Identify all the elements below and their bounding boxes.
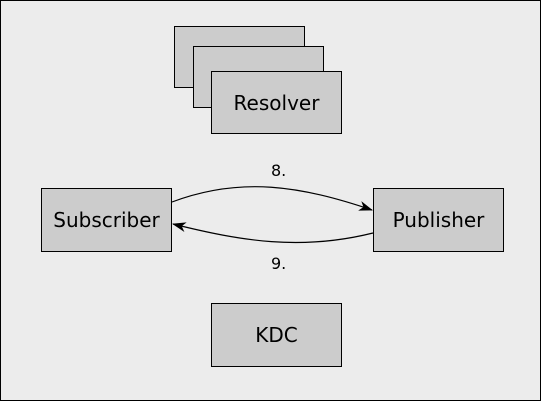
edge-9-arrow <box>172 222 374 244</box>
edge-8-arrow <box>171 186 373 211</box>
edge-8-label: 8. <box>271 161 286 180</box>
resolver-label: Resolver <box>233 90 320 115</box>
resolver-node: Resolver <box>211 71 342 134</box>
subscriber-node: Subscriber <box>41 188 172 252</box>
publisher-node: Publisher <box>373 188 504 252</box>
publisher-label: Publisher <box>392 208 485 232</box>
edge-9-label: 9. <box>271 254 286 273</box>
subscriber-label: Subscriber <box>53 208 160 232</box>
kdc-label: KDC <box>255 323 298 347</box>
kdc-node: KDC <box>211 303 342 367</box>
